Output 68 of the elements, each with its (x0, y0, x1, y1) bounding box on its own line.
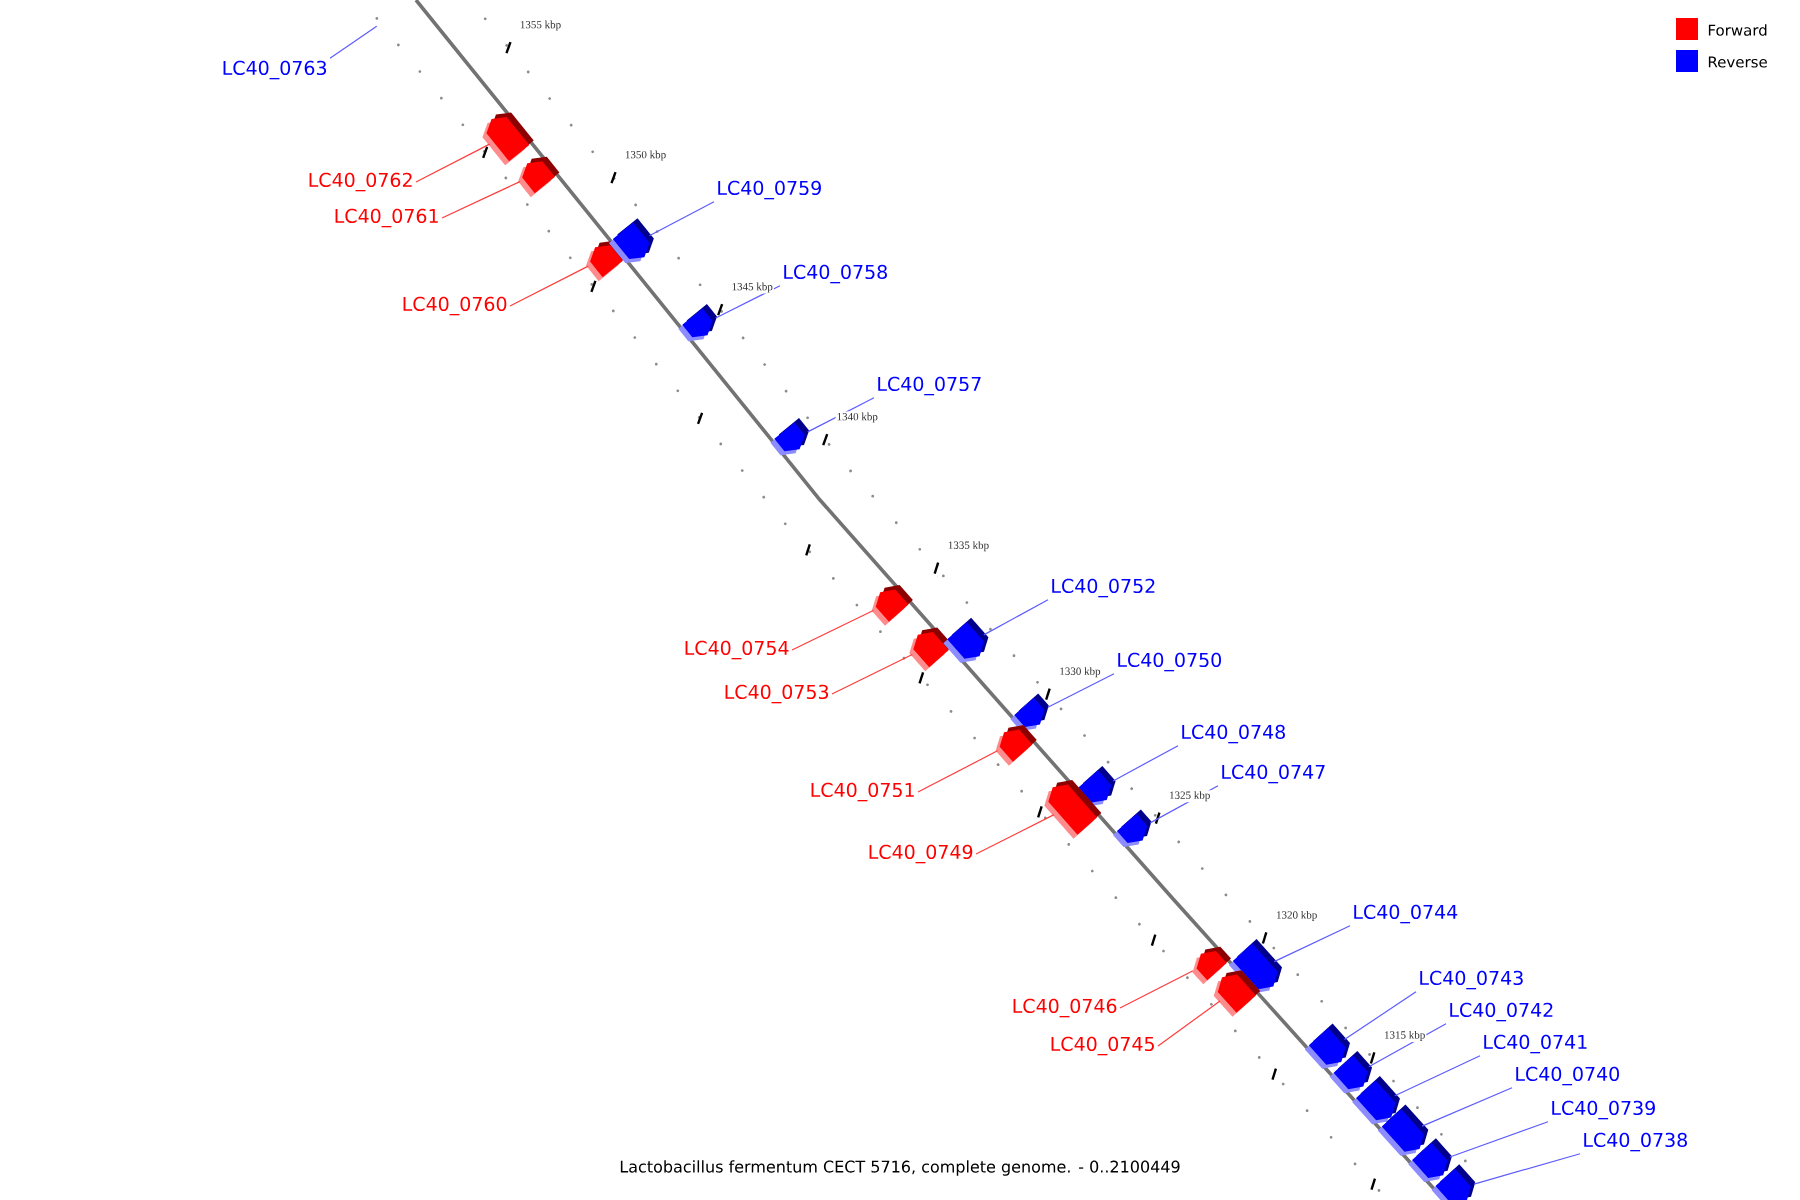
gene-label: LC40_0752 (1052, 578, 1155, 598)
leader-line (1112, 745, 1179, 782)
leader-line (1157, 1000, 1221, 1047)
gene-block (871, 585, 913, 626)
gene-label: LC40_0748 (1182, 724, 1285, 744)
gene-block (678, 304, 717, 342)
leader-line (917, 750, 999, 793)
gene-label: LC40_0747 (1222, 764, 1325, 784)
leader-line (1047, 673, 1115, 708)
gene-block (1329, 1051, 1373, 1094)
leader-line (1368, 1023, 1447, 1068)
gene-label: LC40_0740 (1516, 1066, 1619, 1086)
gene-label: LC40_0749 (869, 844, 973, 864)
leader-line (648, 201, 715, 237)
gene-label: LC40_0738 (1584, 1132, 1687, 1152)
gene-label: LC40_0750 (1118, 652, 1221, 672)
leader-line (1421, 1087, 1513, 1127)
leader-line (1343, 991, 1417, 1041)
gene-block (1010, 693, 1049, 731)
leader-line (1473, 1153, 1581, 1185)
gene-block (518, 156, 560, 198)
caption: Lactobacillus fermentum CECT 5716, complete genome. - 0..2100449 (620, 1160, 1180, 1176)
gene-label: LC40_0745 (1051, 1036, 1154, 1056)
gene-label: LC40_0761 (335, 208, 438, 228)
gene-label: LC40_0760 (403, 296, 507, 316)
gene-block (909, 627, 954, 672)
gene-label: LC40_0739 (1552, 1100, 1655, 1120)
leader-line (831, 653, 913, 695)
gene-label: LC40_0741 (1484, 1034, 1587, 1054)
gene-label: LC40_0743 (1420, 970, 1523, 990)
gene-block (1408, 1138, 1452, 1182)
leader-line (791, 609, 874, 651)
leader-line (329, 25, 378, 59)
gene-block (1112, 809, 1152, 847)
leader-line (983, 599, 1049, 636)
gene-block (482, 112, 534, 166)
gene-label: LC40_0754 (685, 640, 789, 660)
gene-block (995, 725, 1037, 766)
gene-label: LC40_0763 (223, 60, 327, 80)
gene-block (943, 617, 989, 663)
gene-block (1304, 1023, 1350, 1069)
leader-line (1394, 1055, 1481, 1097)
gene-block (1431, 1164, 1476, 1200)
leader-line (715, 285, 781, 319)
leader-line (1449, 1121, 1549, 1158)
gene-label: LC40_0753 (725, 684, 829, 704)
gene-block (608, 218, 654, 264)
leader-line (1119, 970, 1194, 1009)
gene-label: LC40_0742 (1450, 1002, 1553, 1022)
gene-block (1352, 1076, 1400, 1125)
gene-label: LC40_0746 (1013, 998, 1117, 1018)
gene-label: LC40_0759 (718, 180, 821, 200)
leader-line (509, 265, 589, 307)
gene-block (1044, 780, 1102, 839)
gene-label: LC40_0762 (309, 172, 412, 192)
gene-block (1213, 970, 1261, 1017)
gene-label: LC40_0758 (784, 264, 887, 284)
gene-block (1377, 1104, 1429, 1156)
leader-line (975, 814, 1055, 855)
gene-label: LC40_0757 (878, 376, 981, 396)
gene-block (770, 418, 810, 456)
gene-label: LC40_0744 (1354, 904, 1458, 924)
leader-line (1273, 925, 1351, 963)
leader-line (415, 143, 491, 183)
leader-line (807, 397, 875, 433)
gene-label: LC40_0751 (811, 782, 914, 802)
leader-line (1149, 785, 1219, 824)
leader-line (441, 181, 521, 219)
